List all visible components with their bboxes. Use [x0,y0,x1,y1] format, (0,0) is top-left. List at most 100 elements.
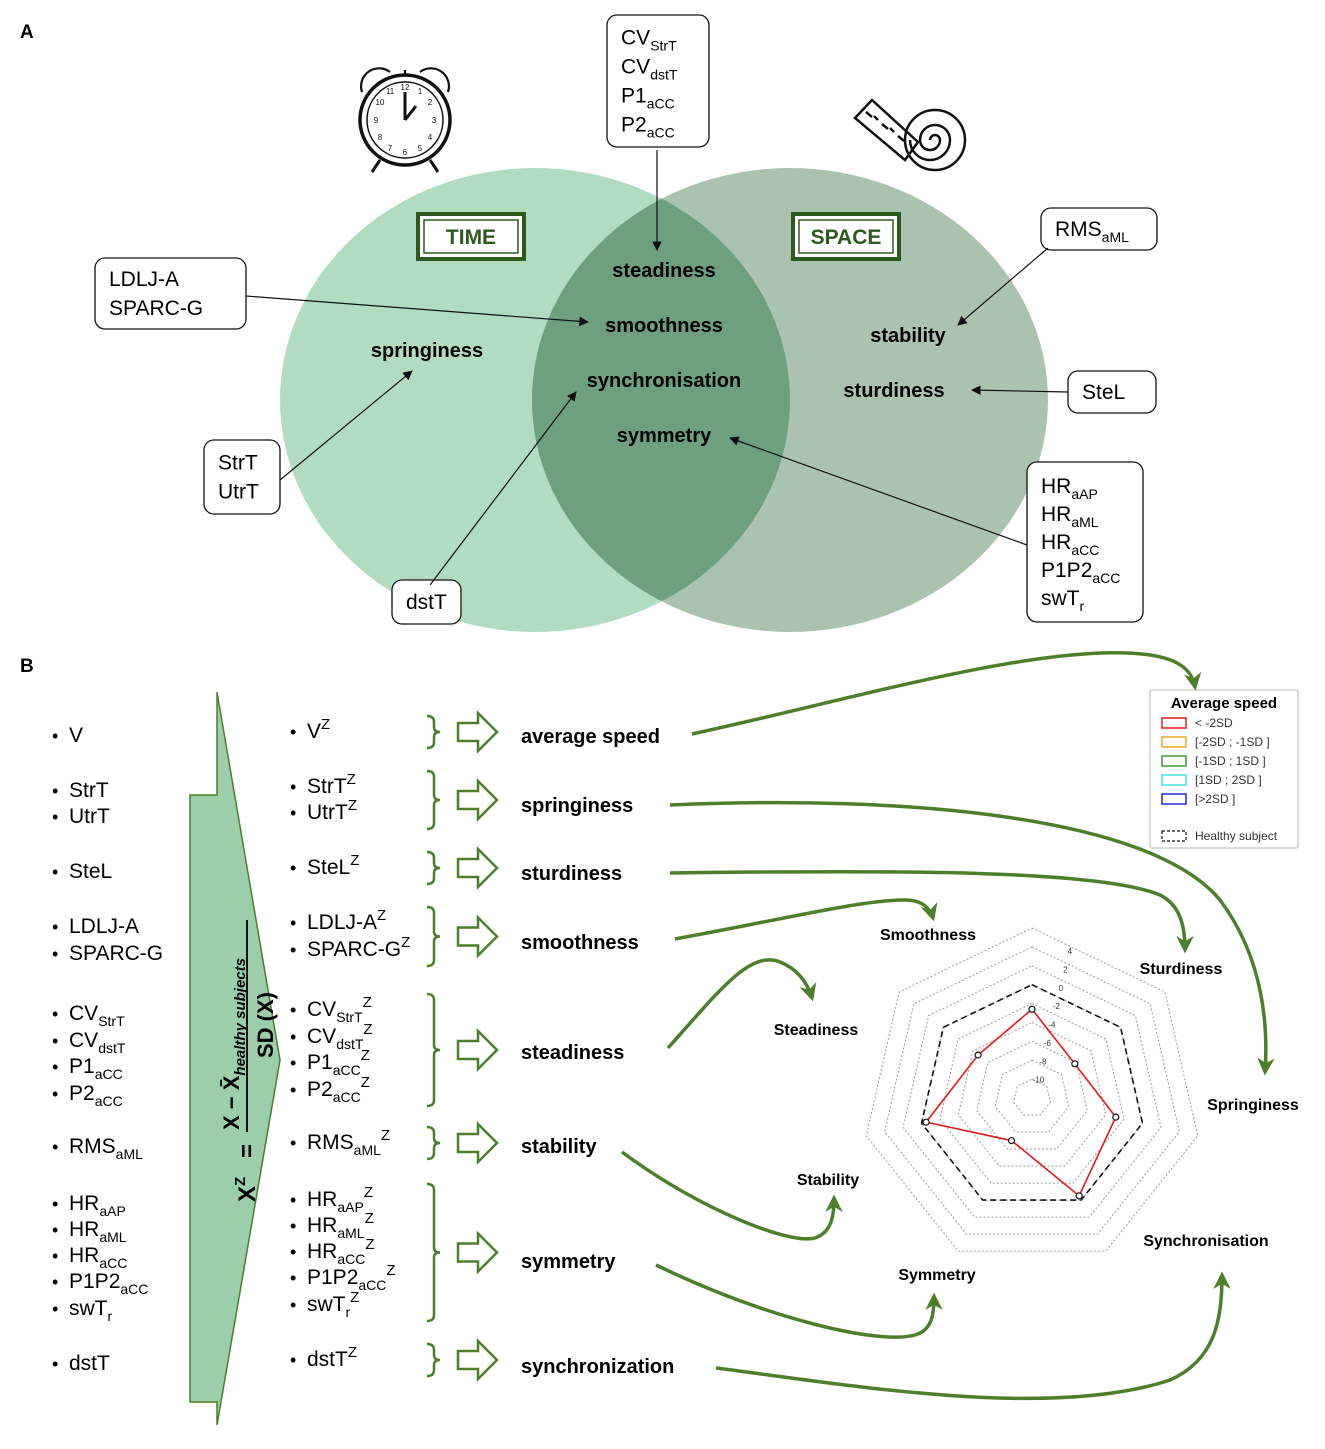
venn-synchronisation: synchronisation [587,370,741,392]
bullet: • [52,1137,58,1157]
svg-text:8: 8 [378,133,383,142]
healthy-subject-ring [920,983,1144,1201]
panel-a-letter: A [20,22,34,43]
text-box-stel: SteL [1067,370,1157,414]
outline-arrow-icon [456,1027,499,1073]
svg-text:4: 4 [428,133,433,142]
time-label: TIME [446,226,496,249]
box-metric: HRaCC [1041,531,1099,558]
legend-item-label: [>2SD ] [1195,792,1235,806]
z-metric: CVStrTZ [307,994,372,1025]
panel-a-boxes: CVStrTCVdstTP1aCCP2aCCLDLJ-ASPARC-GStrTU… [94,14,1158,625]
legend-swatch [1161,793,1187,805]
arrow-stability-to-radar [620,1150,843,1241]
bullet: • [52,862,58,882]
radar-ring [902,965,1162,1218]
raw-metric: LDLJ-A [69,915,139,938]
bullet: • [52,1084,58,1104]
svg-text:1: 1 [418,87,423,96]
group-bracket [426,1342,441,1378]
outline-arrow-icon [456,1337,499,1383]
formula-denominator: SD (X) [253,992,278,1058]
venn-smoothness: smoothness [605,315,723,337]
radar-tick-label: -6 [1044,1039,1052,1048]
arrow-dstt-to-synchronisation [429,391,577,586]
legend-swatch [1161,717,1187,729]
outline-arrow-icon [456,709,499,755]
bullet: • [290,858,296,878]
svg-text:10: 10 [376,98,385,107]
raw-metric: HRaCC [69,1244,127,1271]
radar-axis-label: Springiness [1207,1097,1299,1114]
z-metric: P1P2aCCZ [307,1262,396,1293]
svg-text:=: = [234,1144,261,1158]
box-metric: dstT [406,591,447,614]
radar-tick-label: -4 [1048,1021,1056,1030]
radar-ring [1013,1078,1051,1116]
group-bracket [426,714,441,750]
radar-axis-label: Stability [797,1172,859,1189]
bullet: • [52,1354,58,1374]
raw-metric: P2aCC [69,1082,123,1109]
radar-tick-label: 0 [1059,984,1064,993]
category-label: symmetry [521,1251,616,1273]
arrow-symmetry-to-radar [655,1263,943,1339]
space-label: SPACE [811,226,882,249]
bullet: • [290,1027,296,1047]
bullet: • [52,726,58,746]
box-metric: RMSaML [1055,218,1129,245]
radar-tick-label: 4 [1068,947,1073,956]
bullet: • [290,940,296,960]
box-metric: CVStrT [621,27,677,54]
bullet: • [52,1057,58,1077]
legend-swatch [1161,736,1187,748]
bullet: • [290,777,296,797]
z-metric: HRaCCZ [307,1236,375,1267]
patient-point [1007,1136,1016,1145]
z-metric: RMSaMLZ [307,1127,390,1158]
radar-chart: 420-2-4-6-8-10SmoothnessSturdinessSpring… [774,927,1299,1284]
bullet: • [290,1080,296,1100]
outline-arrow-icon [456,1120,499,1166]
z-metric: P1aCCZ [307,1047,370,1078]
legend-swatch [1161,774,1187,786]
arrow-ldlj-to-smoothness [245,295,589,327]
patient-point [1112,1113,1120,1121]
svg-text:3: 3 [432,116,437,125]
arrow-springiness-to-radar [669,800,1275,1076]
legend-item-label: [-2SD ; -1SD ] [1195,735,1270,749]
radar-axis-label: Smoothness [880,927,976,944]
arrow-stel-to-sturdiness [971,385,1069,395]
venn-symmetry: symmetry [617,425,712,447]
bullet: • [52,1004,58,1024]
category-label: springiness [521,795,633,817]
bullet: • [52,1272,58,1292]
tape-measure-icon [853,98,967,172]
outline-arrow-icon [456,914,499,959]
arrow-smoothness-to-radar [674,898,938,941]
z-metric: HRaAPZ [307,1184,373,1215]
bullet: • [52,807,58,827]
patient-point [1071,1060,1079,1068]
arrow-sturdiness-to-radar [669,869,1194,954]
metric-group: •CVStrT•CVdstT•P1aCC•P2aCC•CVStrTZ•CVdst… [52,992,624,1109]
raw-metric: CVdstT [69,1029,126,1056]
radar-ring [994,1059,1070,1133]
box-metric: P1aCC [621,85,675,112]
radar-ring [976,1040,1088,1150]
radar-axis-label: Symmetry [898,1267,975,1284]
raw-metric: UtrT [69,805,110,828]
venn-springiness: springiness [371,340,483,362]
radar-tick-label: -8 [1039,1057,1047,1066]
bullet: • [52,781,58,801]
arrow-hr-to-symmetry [729,436,1028,546]
radar-axis-label: Steadiness [774,1022,859,1039]
box-metric: swTr [1041,587,1085,614]
svg-text:12: 12 [401,83,410,92]
raw-metric: V [69,724,83,747]
category-label: stability [521,1136,597,1158]
bullet: • [290,1242,296,1262]
